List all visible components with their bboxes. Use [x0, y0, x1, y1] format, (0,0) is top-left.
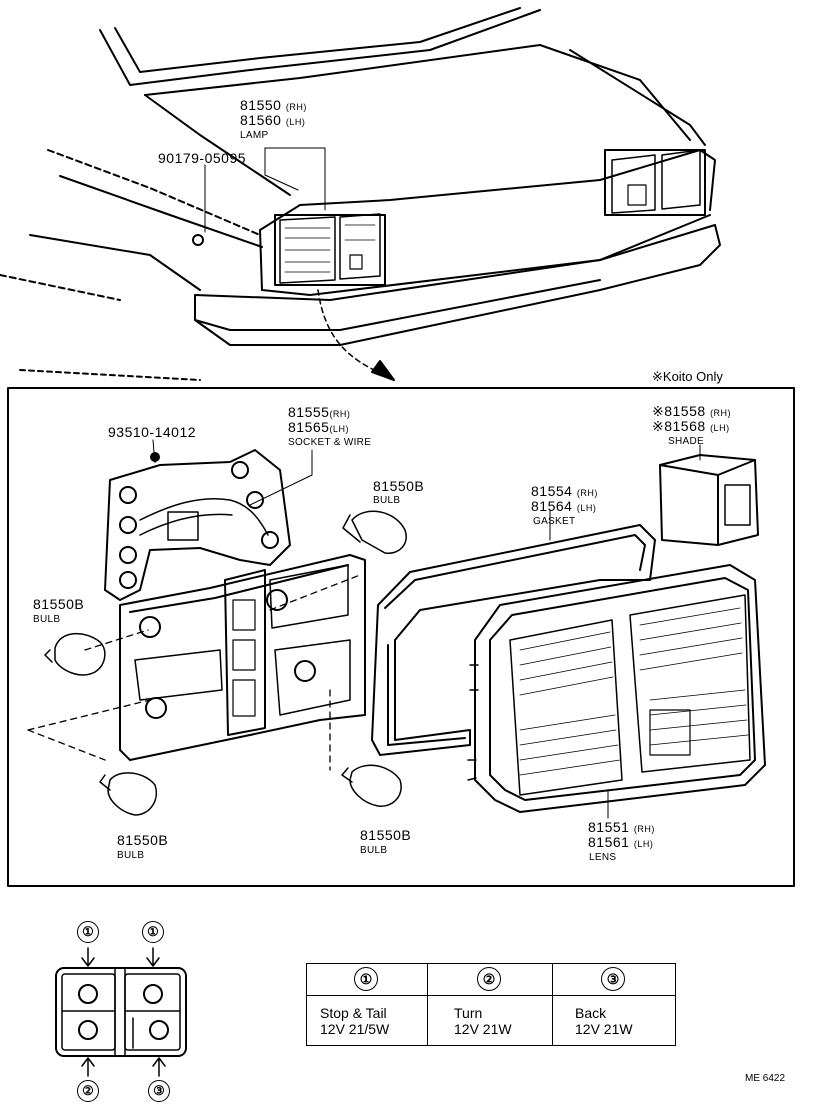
- table-divider: [552, 964, 553, 1045]
- socket-rh-number: 81555(RH): [288, 404, 351, 420]
- car-rear-body: [0, 7, 721, 381]
- bulb-left-number: 81550B: [33, 596, 85, 612]
- screw-number: 90179-05095: [158, 150, 247, 166]
- table-header-row: [307, 964, 675, 996]
- socket-plate: [104, 449, 291, 601]
- bulb-bottom-mid-number: 81550B: [360, 827, 412, 843]
- marker-1-left: ①: [77, 921, 99, 943]
- table-header-1: ①: [354, 967, 378, 991]
- bulb-left: [44, 633, 106, 676]
- shade: [659, 454, 759, 546]
- table-header-2: ②: [477, 967, 501, 991]
- socket-name: SOCKET & WIRE: [288, 437, 372, 448]
- lens: [467, 564, 766, 813]
- mini-lamp-layout: [55, 947, 187, 1077]
- lens-name: LENS: [589, 852, 617, 863]
- table-cell-spec: 12V 21/5W: [320, 1021, 390, 1037]
- shade-name: SHADE: [668, 436, 704, 447]
- gasket: [371, 524, 656, 756]
- detail-frame: [7, 387, 795, 887]
- diagram-code: ME 6422: [745, 1073, 786, 1084]
- table-divider: [427, 964, 428, 1045]
- bulb-bottom-left-number: 81550B: [117, 832, 169, 848]
- shade-rh-number: ※81558 (RH): [652, 403, 732, 419]
- bulb-bottom-mid-name: BULB: [360, 845, 388, 856]
- lamp-lh-number: 81560 (LH): [240, 112, 306, 128]
- shade-lh-number: ※81568 (LH): [652, 418, 730, 434]
- table-cell-name: Back: [575, 1005, 607, 1021]
- bulb-top: [342, 510, 407, 554]
- marker-1-right: ①: [142, 921, 164, 943]
- table-cell-spec: 12V 21W: [454, 1021, 512, 1037]
- bulb-top-number: 81550B: [373, 478, 425, 494]
- bulb-bottom-mid: [341, 764, 402, 807]
- bulb-bottom-left-name: BULB: [117, 850, 145, 861]
- bulb-top-name: BULB: [373, 495, 401, 506]
- gasket-name: GASKET: [533, 516, 576, 527]
- koito-note: ※Koito Only: [652, 369, 723, 384]
- socket-lh-number: 81565(LH): [288, 419, 349, 435]
- lamp-name: LAMP: [240, 130, 269, 141]
- table-cell-name: Turn: [454, 1005, 483, 1021]
- lamp-housing: [119, 554, 366, 761]
- lamp-rh-number: 81550 (RH): [240, 97, 307, 113]
- bulb-bottom-left: [99, 772, 157, 816]
- marker-3: ③: [148, 1080, 170, 1102]
- bulb-left-name: BULB: [33, 614, 61, 625]
- marker-2: ②: [77, 1080, 99, 1102]
- gasket-rh-number: 81554 (RH): [531, 483, 598, 499]
- table-cell-name: Stop & Tail: [320, 1005, 387, 1021]
- lens-rh-number: 81551 (RH): [588, 819, 655, 835]
- table-cell-spec: 12V 21W: [575, 1021, 633, 1037]
- table-header-3: ③: [601, 967, 625, 991]
- gasket-lh-number: 81564 (LH): [531, 498, 597, 514]
- screw2-number: 93510-14012: [108, 424, 197, 440]
- lens-lh-number: 81561 (LH): [588, 834, 654, 850]
- bulb-spec-table: ① ② ③ Stop & Tail 12V 21/5W Turn 12V 21W…: [306, 963, 676, 1046]
